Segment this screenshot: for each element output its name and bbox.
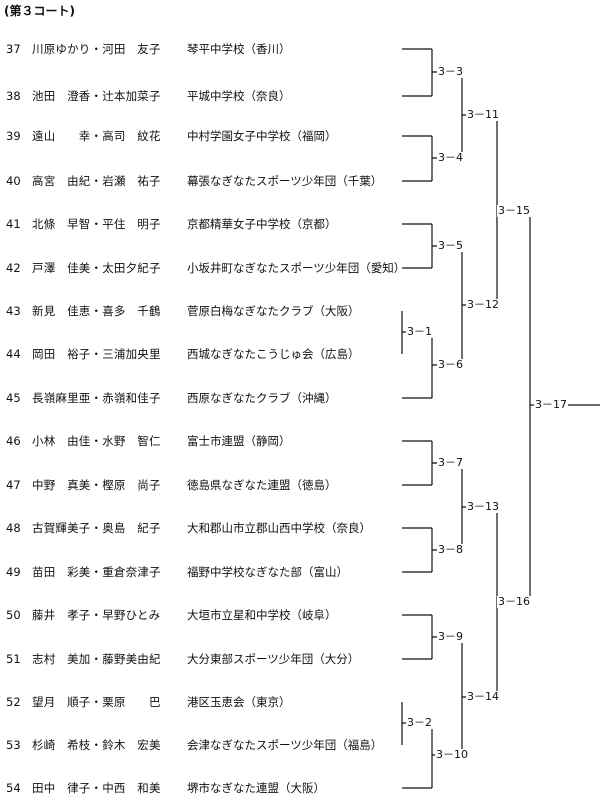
entry-44: 44 岡田 裕子・三浦加央里 西城なぎなたこうじゅ会（広島）	[0, 344, 395, 364]
entry-names: 志村 美加・藤野美由紀	[32, 652, 161, 666]
match-label-3-13: 3－13	[466, 500, 500, 513]
entry-team: 西原なぎなたクラブ（沖縄）	[187, 391, 337, 405]
entry-team: 菅原白梅なぎなたクラブ（大阪）	[187, 304, 360, 318]
entry-names: 中野 真美・樫原 尚子	[32, 478, 161, 492]
match-label-3-8: 3－8	[437, 543, 464, 556]
match-label-3-10: 3－10	[435, 748, 469, 761]
entry-45: 45 長嶺麻里亜・赤嶺和佳子 西原なぎなたクラブ（沖縄）	[0, 388, 395, 408]
match-label-3-16: 3－16	[497, 595, 531, 608]
entry-team: 中村学園女子中学校（福岡）	[187, 129, 337, 143]
match-label-3-3: 3－3	[437, 65, 464, 78]
entry-53: 53 杉崎 希枝・鈴木 宏美 会津なぎなたスポーツ少年団（福島）	[0, 735, 395, 755]
entry-team: 港区玉恵会（東京）	[187, 695, 291, 709]
entry-number: 38	[6, 89, 21, 103]
match-label-3-9: 3－9	[437, 630, 464, 643]
entry-number: 46	[6, 434, 21, 448]
entry-48: 48 古賀輝美子・奥島 紀子 大和郡山市立郡山西中学校（奈良）	[0, 518, 395, 538]
entry-names: 北條 早智・平住 明子	[32, 217, 161, 231]
entry-number: 49	[6, 565, 21, 579]
entry-names: 古賀輝美子・奥島 紀子	[32, 521, 161, 535]
entry-team: 幕張なぎなたスポーツ少年団（千葉）	[187, 174, 383, 188]
entry-number: 47	[6, 478, 21, 492]
entry-37: 37 川原ゆかり・河田 友子 琴平中学校（香川）	[0, 39, 395, 59]
entry-49: 49 苗田 彩美・重倉奈津子 福野中学校なぎなた部（富山）	[0, 562, 395, 582]
entry-team: 西城なぎなたこうじゅ会（広島）	[187, 347, 360, 361]
entry-52: 52 望月 順子・栗原 巴 港区玉恵会（東京）	[0, 692, 395, 712]
entry-number: 51	[6, 652, 21, 666]
entry-38: 38 池田 澄香・辻本加菜子 平城中学校（奈良）	[0, 86, 395, 106]
entry-43: 43 新見 佳恵・喜多 千鶴 菅原白梅なぎなたクラブ（大阪）	[0, 301, 395, 321]
entry-team: 大垣市立星和中学校（岐阜）	[187, 608, 337, 622]
entry-54: 54 田中 律子・中西 和美 堺市なぎなた連盟（大阪）	[0, 778, 395, 798]
entry-number: 54	[6, 781, 21, 795]
match-label-3-15: 3－15	[497, 204, 531, 217]
entry-names: 杉崎 希枝・鈴木 宏美	[32, 738, 161, 752]
entry-names: 長嶺麻里亜・赤嶺和佳子	[32, 391, 161, 405]
entry-40: 40 高宮 由紀・岩瀬 祐子 幕張なぎなたスポーツ少年団（千葉）	[0, 171, 395, 191]
entry-names: 苗田 彩美・重倉奈津子	[32, 565, 161, 579]
entry-team: 徳島県なぎなた連盟（徳島）	[187, 478, 337, 492]
entry-number: 37	[6, 42, 21, 56]
entry-number: 43	[6, 304, 21, 318]
entry-names: 池田 澄香・辻本加菜子	[32, 89, 161, 103]
match-label-3-4: 3－4	[437, 151, 464, 164]
entry-team: 琴平中学校（香川）	[187, 42, 291, 56]
entry-team: 大和郡山市立郡山西中学校（奈良）	[187, 521, 371, 535]
match-label-3-17: 3－17	[534, 398, 568, 411]
match-label-3-6: 3－6	[437, 358, 464, 371]
entry-number: 39	[6, 129, 21, 143]
match-label-3-11: 3－11	[466, 108, 500, 121]
match-label-3-5: 3－5	[437, 239, 464, 252]
entry-number: 48	[6, 521, 21, 535]
match-label-3-12: 3－12	[466, 298, 500, 311]
entry-team: 小坂井町なぎなたスポーツ少年団（愛知）	[187, 261, 406, 275]
entry-names: 川原ゆかり・河田 友子	[32, 42, 161, 56]
entry-42: 42 戸澤 佳美・太田夕紀子 小坂井町なぎなたスポーツ少年団（愛知）	[0, 258, 406, 278]
entry-number: 44	[6, 347, 21, 361]
entry-number: 40	[6, 174, 21, 188]
entry-number: 50	[6, 608, 21, 622]
entry-team: 大分東部スポーツ少年団（大分）	[187, 652, 360, 666]
match-label-3-14: 3－14	[466, 690, 500, 703]
match-label-3-1: 3－1	[406, 325, 433, 338]
entry-team: 会津なぎなたスポーツ少年団（福島）	[187, 738, 383, 752]
entry-50: 50 藤井 孝子・早野ひとみ 大垣市立星和中学校（岐阜）	[0, 605, 395, 625]
entry-number: 42	[6, 261, 21, 275]
entry-team: 福野中学校なぎなた部（富山）	[187, 565, 348, 579]
match-label-3-2: 3－2	[406, 716, 433, 729]
entry-names: 岡田 裕子・三浦加央里	[32, 347, 161, 361]
entry-names: 戸澤 佳美・太田夕紀子	[32, 261, 161, 275]
entry-names: 小林 由佳・水野 智仁	[32, 434, 161, 448]
entry-39: 39 遠山 幸・高司 紋花 中村学園女子中学校（福岡）	[0, 126, 395, 146]
entry-number: 52	[6, 695, 21, 709]
entry-names: 藤井 孝子・早野ひとみ	[32, 608, 161, 622]
entry-47: 47 中野 真美・樫原 尚子 徳島県なぎなた連盟（徳島）	[0, 475, 395, 495]
entry-46: 46 小林 由佳・水野 智仁 富士市連盟（静岡）	[0, 431, 395, 451]
entry-names: 高宮 由紀・岩瀬 祐子	[32, 174, 161, 188]
entry-51: 51 志村 美加・藤野美由紀 大分東部スポーツ少年団（大分）	[0, 649, 395, 669]
entry-names: 望月 順子・栗原 巴	[32, 695, 161, 709]
court-title: (第３コート)	[4, 4, 75, 18]
entry-names: 遠山 幸・高司 紋花	[32, 129, 161, 143]
entry-number: 45	[6, 391, 21, 405]
entry-number: 41	[6, 217, 21, 231]
entry-team: 京都精華女子中学校（京都）	[187, 217, 337, 231]
entry-names: 田中 律子・中西 和美	[32, 781, 161, 795]
entry-number: 53	[6, 738, 21, 752]
entry-team: 平城中学校（奈良）	[187, 89, 291, 103]
match-label-3-7: 3－7	[437, 456, 464, 469]
entry-41: 41 北條 早智・平住 明子 京都精華女子中学校（京都）	[0, 214, 395, 234]
entry-team: 堺市なぎなた連盟（大阪）	[187, 781, 325, 795]
entry-team: 富士市連盟（静岡）	[187, 434, 291, 448]
entry-names: 新見 佳恵・喜多 千鶴	[32, 304, 161, 318]
